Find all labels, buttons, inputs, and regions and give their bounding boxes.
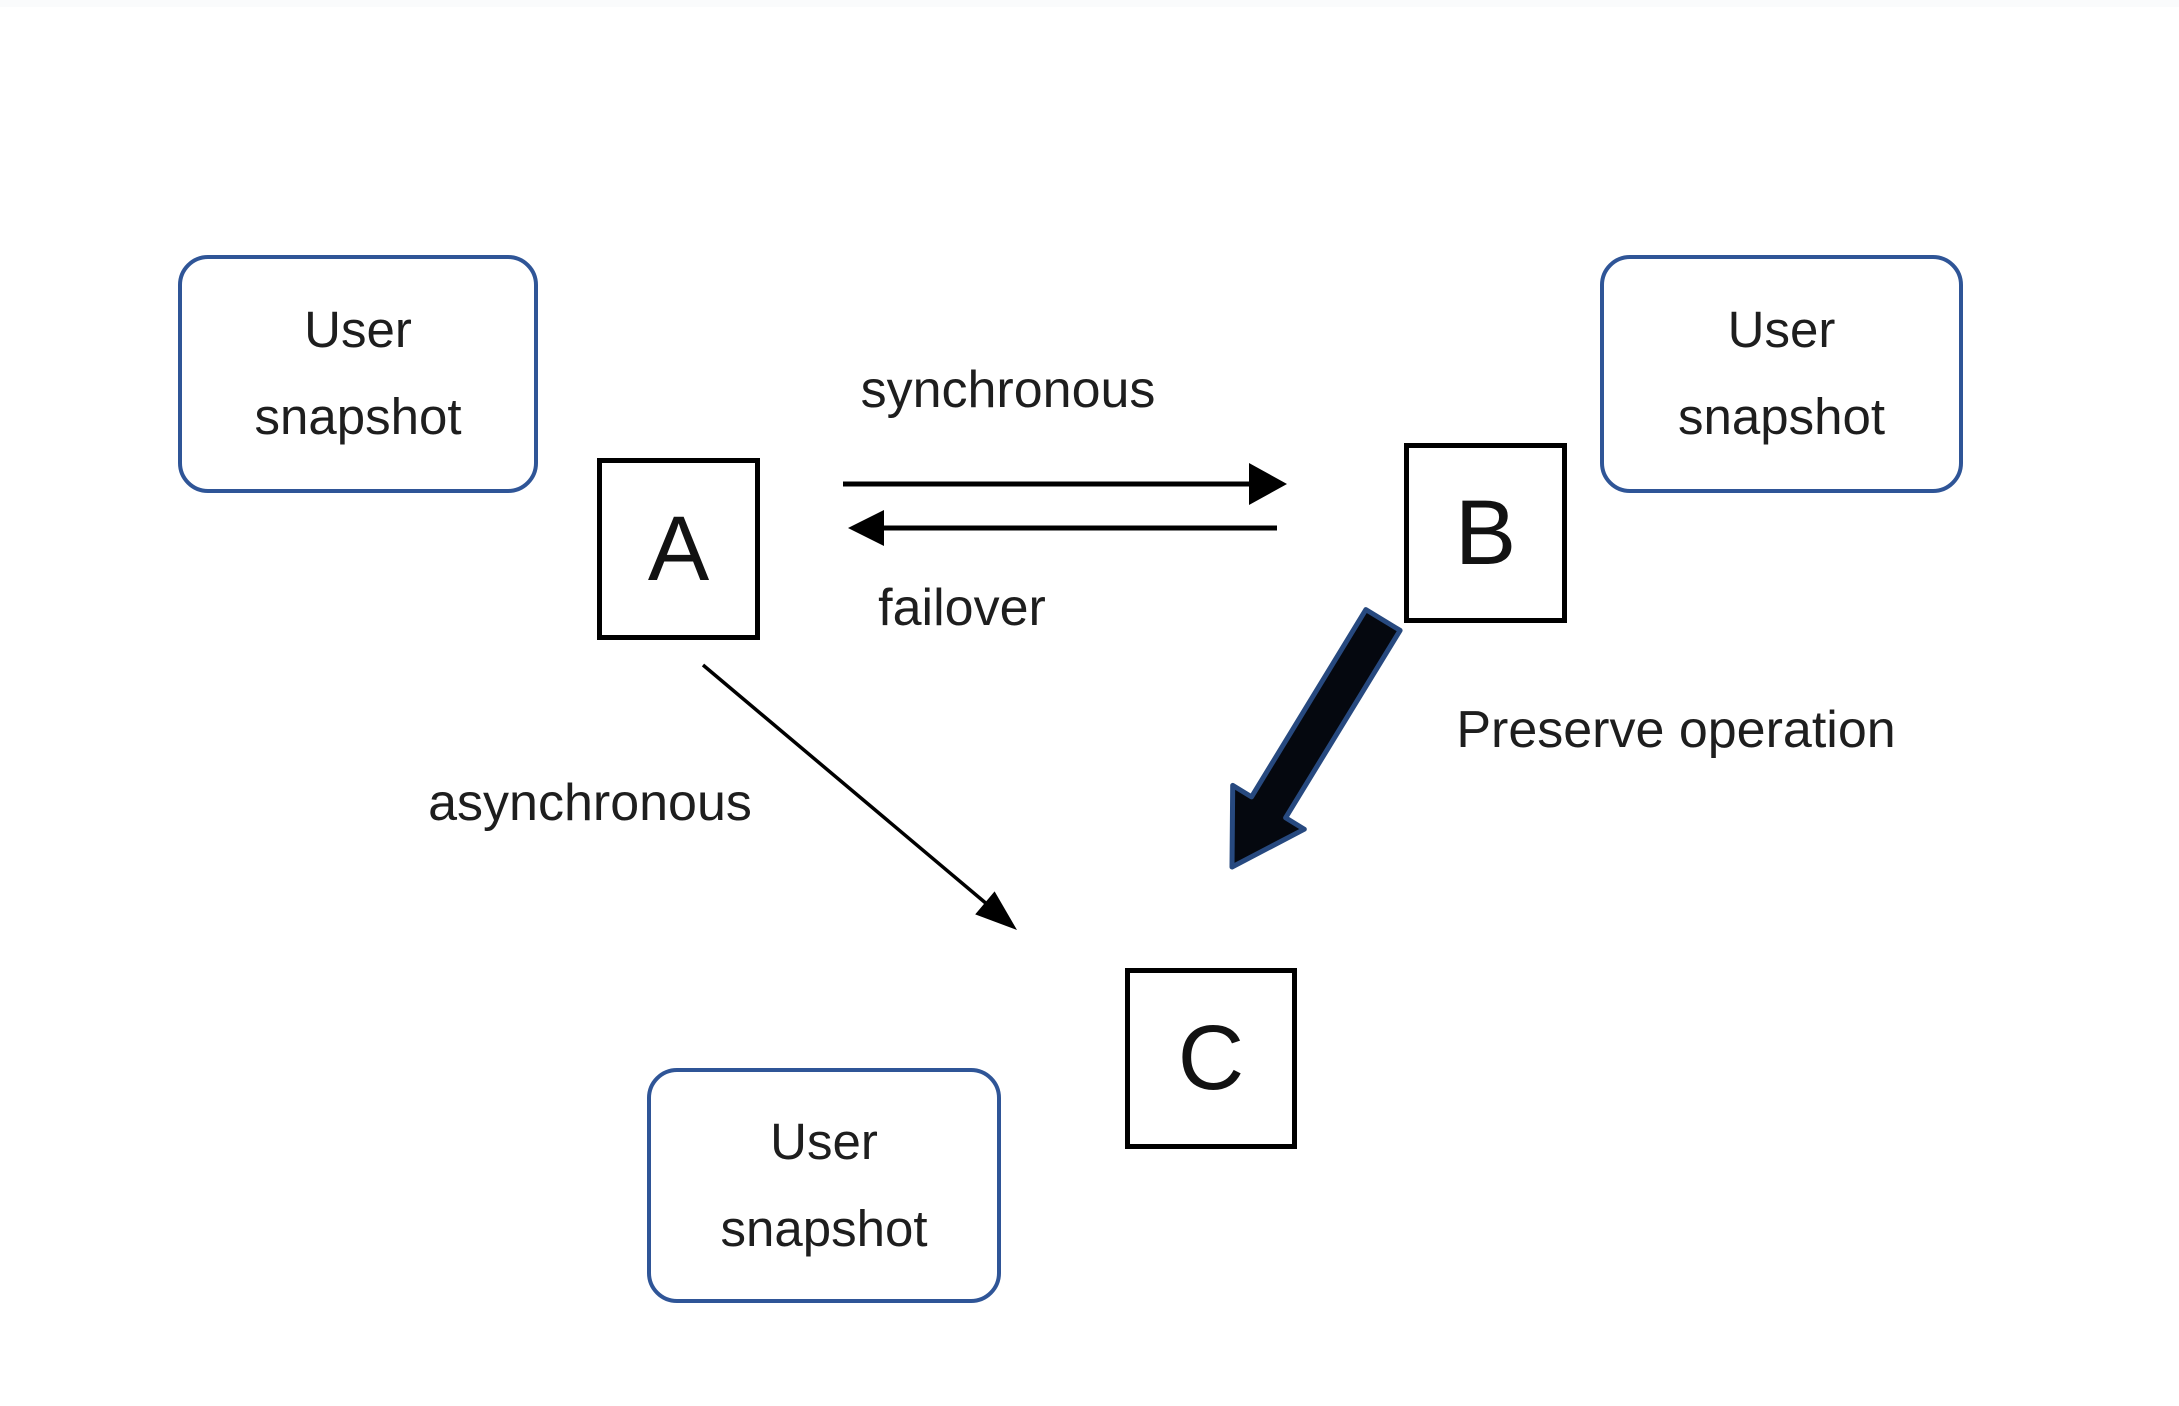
user-snapshot-label-line2: snapshot bbox=[720, 1199, 928, 1257]
asynchronous-arrow bbox=[701, 663, 1017, 930]
user-snapshot-label-line1: User bbox=[1727, 301, 1836, 359]
node-a-label: A bbox=[647, 497, 710, 600]
user-snapshot-label-line1: User bbox=[770, 1112, 878, 1170]
user-snapshot-label-line2: snapshot bbox=[254, 388, 462, 445]
label-preserve-operation: Preserve operation bbox=[1456, 701, 1896, 759]
label-failover: failover bbox=[878, 579, 1046, 637]
failover-arrow bbox=[848, 510, 1277, 546]
top-edge-shade bbox=[0, 0, 2179, 7]
user-snapshot-label-line1: User bbox=[304, 301, 412, 359]
user-snapshot-box-top-right: User snapshot bbox=[1600, 255, 1963, 493]
node-c: C bbox=[1125, 968, 1297, 1149]
node-b-label: B bbox=[1454, 481, 1517, 584]
node-c-label: C bbox=[1177, 1007, 1245, 1109]
synchronous-arrowhead-icon bbox=[1249, 463, 1287, 505]
user-snapshot-box-top-left: User snapshot bbox=[178, 255, 538, 493]
synchronous-arrow bbox=[843, 463, 1287, 505]
node-a: A bbox=[597, 458, 760, 640]
node-b: B bbox=[1404, 443, 1567, 623]
label-synchronous: synchronous bbox=[860, 361, 1156, 419]
asynchronous-arrowhead-icon bbox=[975, 891, 1017, 930]
label-asynchronous: asynchronous bbox=[428, 774, 752, 832]
preserve-operation-arrow bbox=[1229, 607, 1403, 870]
user-snapshot-box-bottom: User snapshot bbox=[647, 1068, 1001, 1303]
failover-arrowhead-icon bbox=[848, 510, 884, 546]
user-snapshot-label-line2: snapshot bbox=[1678, 388, 1885, 445]
